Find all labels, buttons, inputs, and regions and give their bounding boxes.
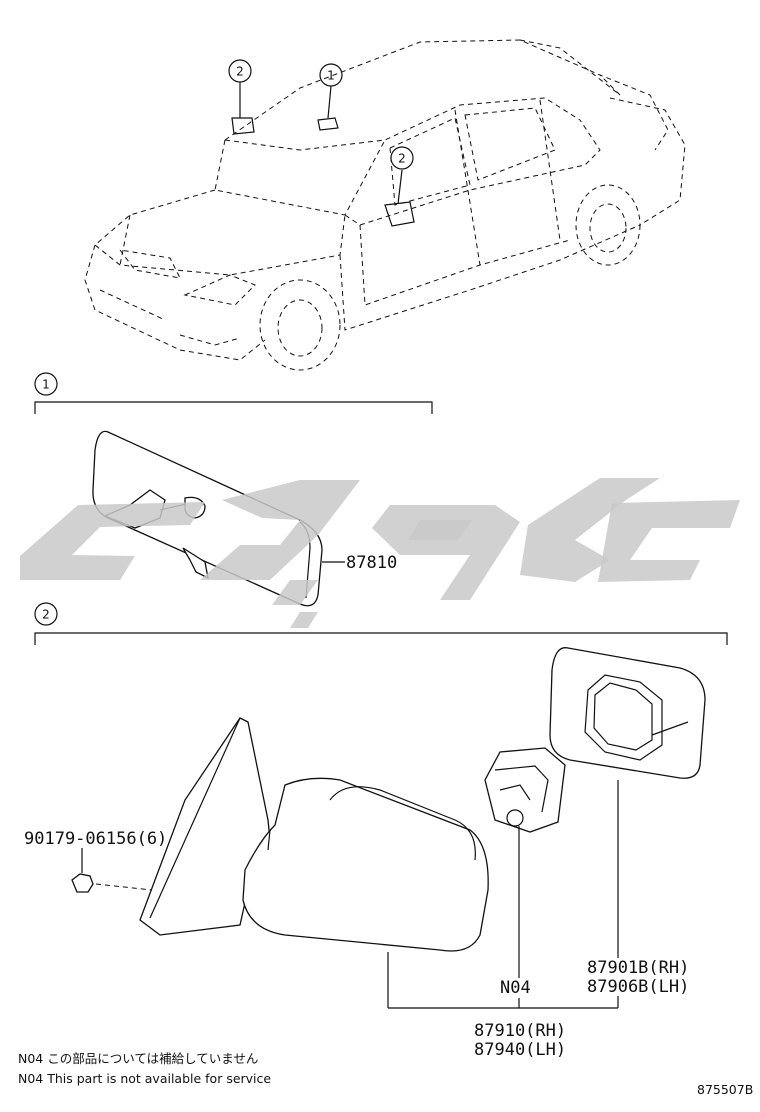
car-overview bbox=[84, 39, 686, 371]
leader-lines bbox=[387, 780, 619, 1009]
screw-drawing bbox=[71, 848, 153, 893]
svg-text:2: 2 bbox=[42, 608, 50, 622]
callout-2-right: 2 bbox=[390, 146, 414, 170]
svg-text:1: 1 bbox=[327, 69, 335, 83]
mirror-glass-drawing bbox=[549, 647, 706, 779]
part-87910: 87910(RH) bbox=[474, 1021, 566, 1041]
callout-2-left: 2 bbox=[228, 59, 252, 83]
part-87940: 87940(LH) bbox=[474, 1040, 566, 1060]
actuator-drawing bbox=[484, 747, 566, 833]
part-N04: N04 bbox=[500, 978, 531, 998]
watermark-logo bbox=[20, 478, 740, 628]
part-87906B: 87906B(LH) bbox=[587, 977, 689, 997]
callout-1-top: 1 bbox=[319, 63, 343, 87]
svg-text:1: 1 bbox=[42, 378, 50, 392]
drawing-id: 875507B bbox=[697, 1082, 753, 1097]
note-en: N04 This part is not available for servi… bbox=[18, 1071, 271, 1086]
part-87901B: 87901B(RH) bbox=[587, 958, 689, 978]
part-90179-06156: 90179-06156(6) bbox=[24, 829, 167, 849]
outer-mirror-housing bbox=[242, 777, 489, 952]
section-2-header: 2 bbox=[34, 602, 728, 645]
svg-text:2: 2 bbox=[236, 65, 244, 79]
part-87810: 87810 bbox=[346, 553, 397, 573]
note-jp: N04 この部品については補給していません bbox=[18, 1051, 258, 1066]
svg-text:2: 2 bbox=[398, 152, 406, 166]
section-1-header: 1 bbox=[34, 372, 433, 414]
